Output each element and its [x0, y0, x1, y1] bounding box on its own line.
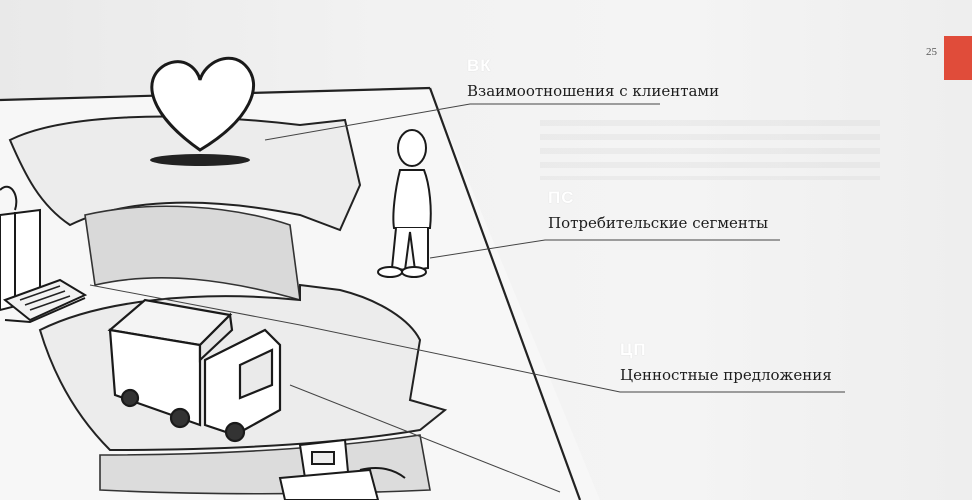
- block-abbr-cp: ЦП: [620, 340, 647, 359]
- laptop-icon: [2, 278, 88, 324]
- block-label-segments: Потребительские сегменты: [548, 214, 769, 232]
- truck-icon: [107, 298, 282, 443]
- page-number: 25: [926, 46, 937, 58]
- robot-icon: [278, 438, 406, 500]
- bleed-through-lines: [540, 120, 880, 180]
- block-abbr-vk: ВК: [467, 56, 492, 75]
- block-abbr-ps: ПС: [548, 188, 575, 207]
- chapter-tab: [944, 36, 972, 80]
- relationships-arrow: [8, 115, 362, 302]
- block-label-value: Ценностные предложения: [620, 366, 832, 384]
- heart-icon: [150, 56, 255, 166]
- block-label-relationships: Взаимоотношения с клиентами: [467, 82, 720, 100]
- leader-lines: [89, 103, 845, 493]
- person-icon: [377, 129, 432, 278]
